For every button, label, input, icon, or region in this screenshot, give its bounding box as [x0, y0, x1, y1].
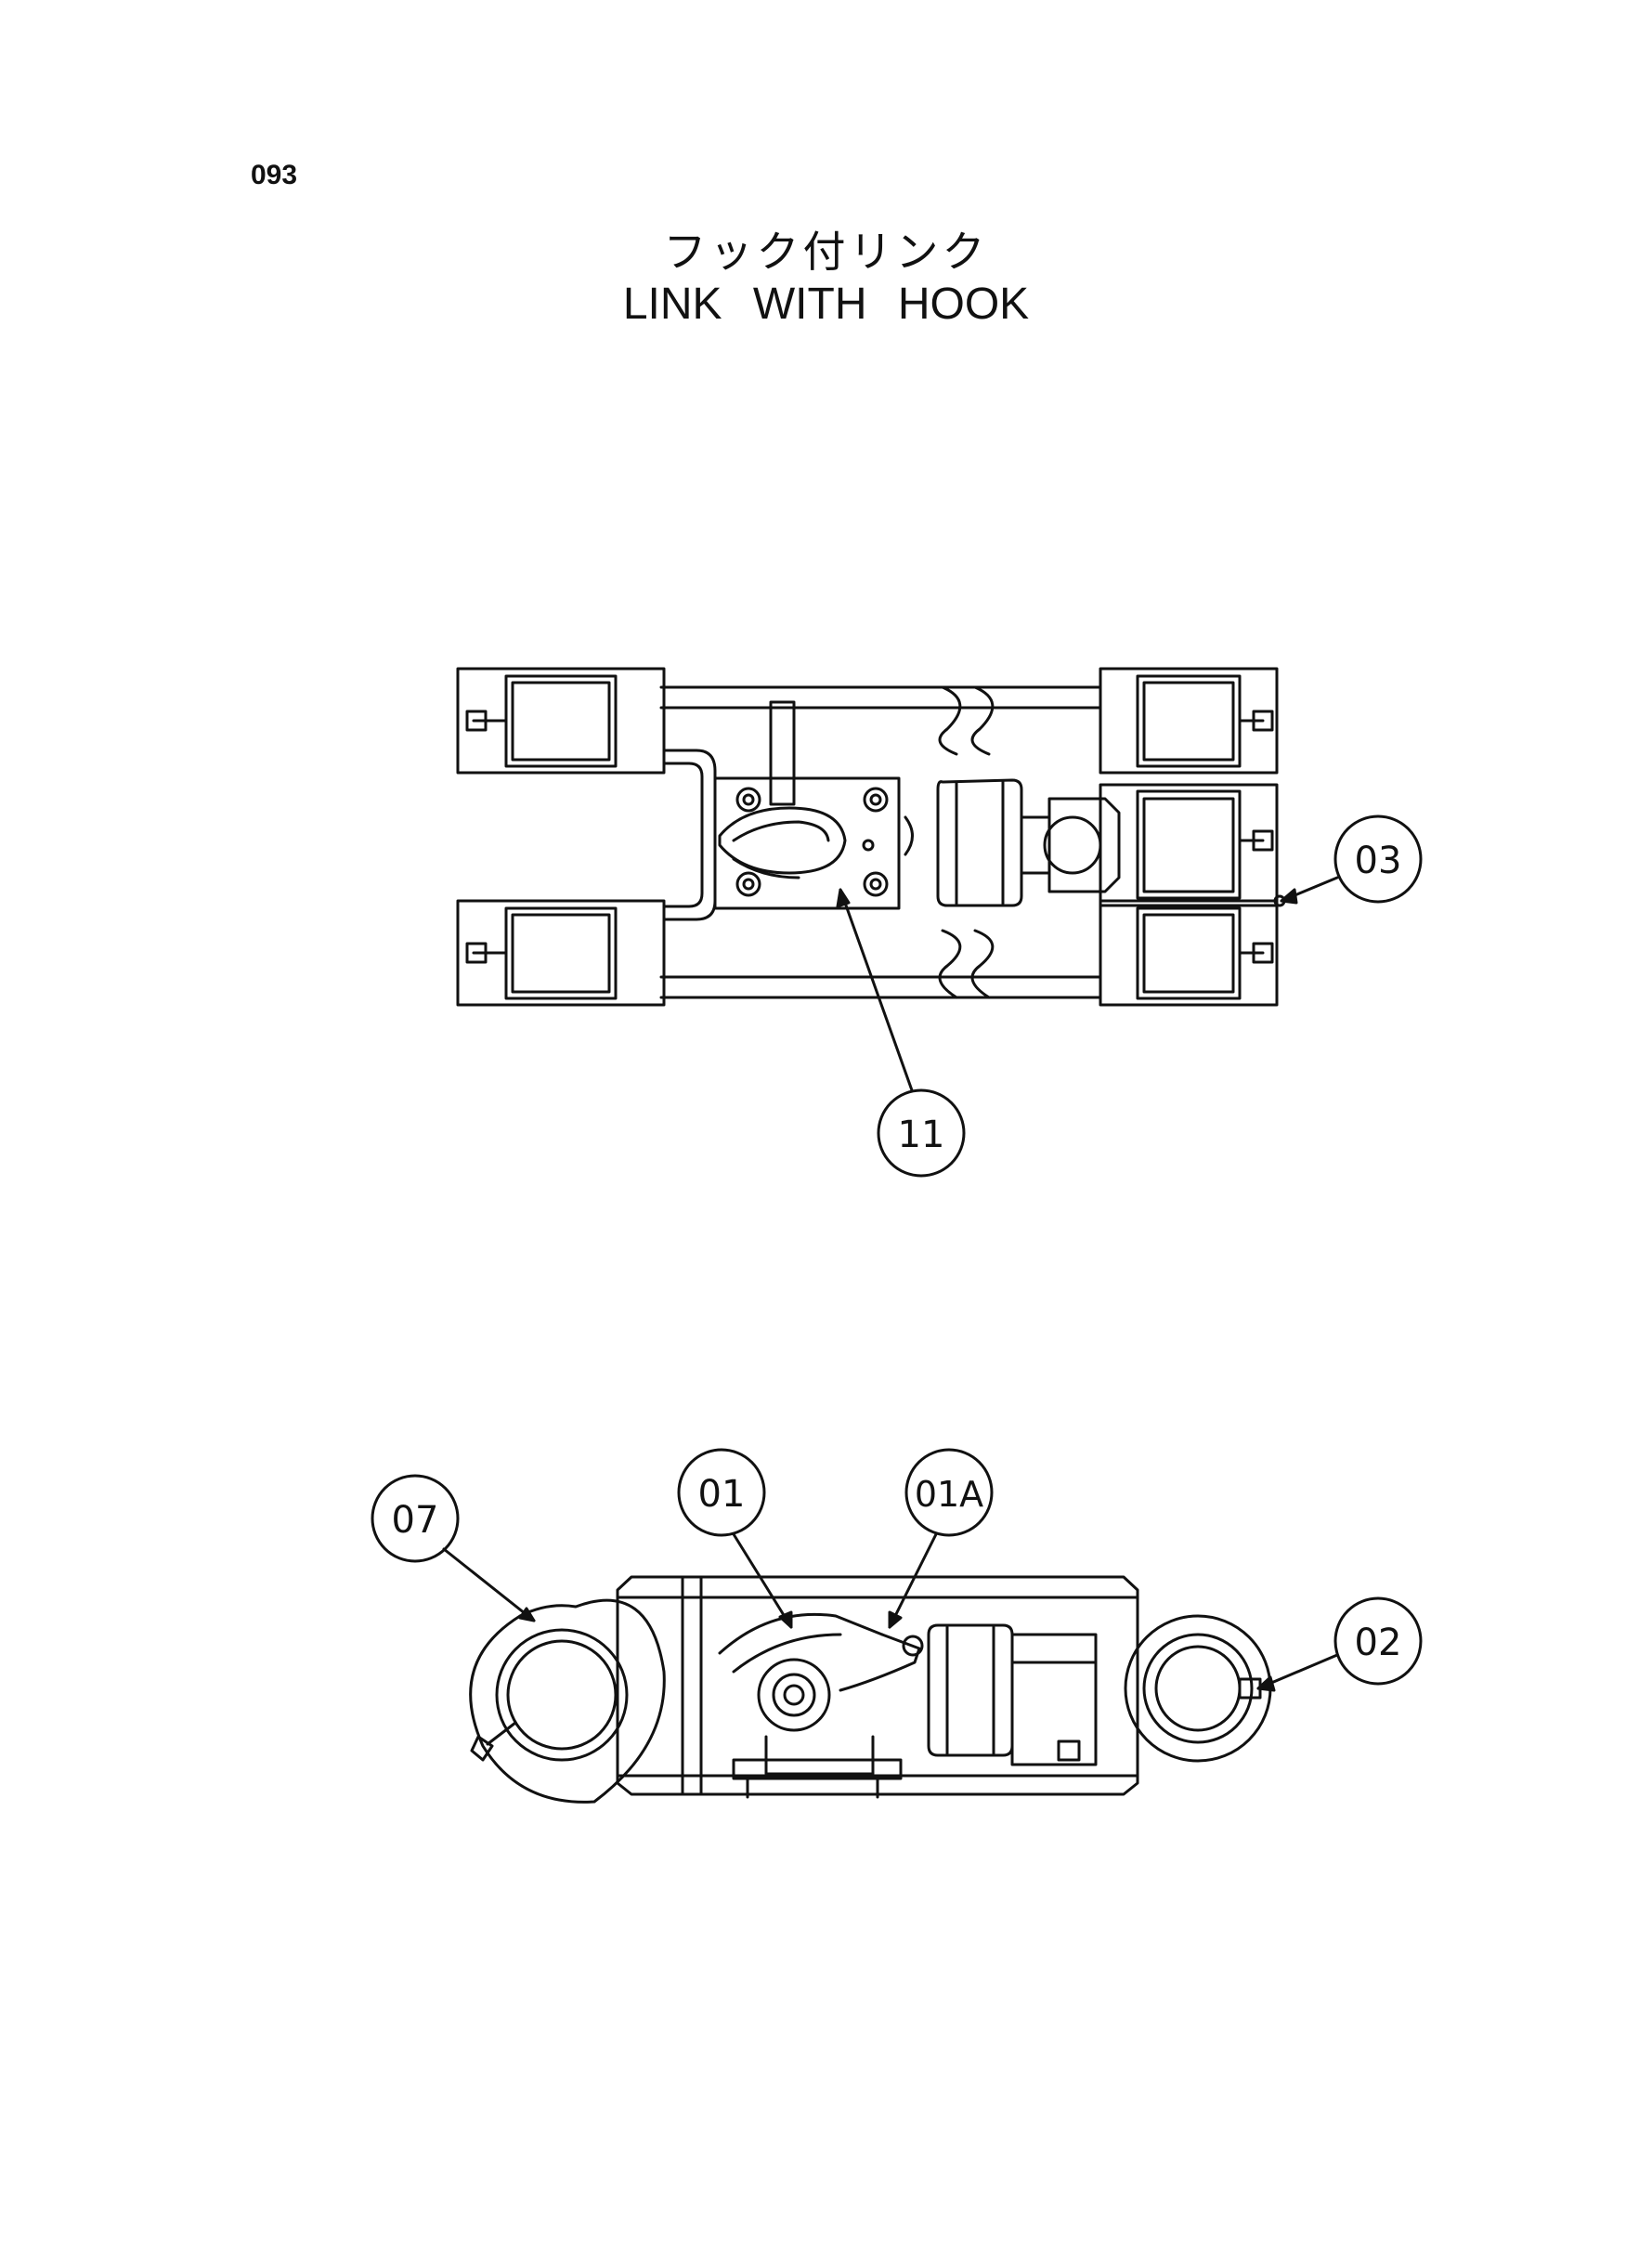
page-number: 093 [251, 160, 298, 190]
title-english: LINK WITH HOOK [622, 280, 1030, 329]
left-bushing-wheel [469, 1598, 666, 1804]
callout-02: 02 [1256, 1596, 1423, 1692]
callout-11-label: 11 [898, 1114, 945, 1156]
left-upper-bushing-block [456, 667, 666, 775]
right-middle-bushing-block [1099, 783, 1286, 907]
callout-03: 03 [1280, 814, 1423, 905]
hook-side [718, 1612, 924, 1799]
callout-01-label: 01 [698, 1473, 746, 1516]
right-eye [1124, 1614, 1272, 1763]
title-japanese: フック付リンク [663, 227, 989, 277]
roller-top [936, 778, 1051, 907]
callout-02-label: 02 [1355, 1622, 1402, 1664]
roller-side [927, 1623, 1098, 1766]
hook-assembly-top [713, 700, 914, 910]
eye-link-top [1043, 797, 1121, 893]
right-upper-bushing-block [1099, 667, 1279, 775]
callout-01a-label: 01A [915, 1474, 983, 1515]
callout-03-label: 03 [1355, 840, 1402, 882]
callout-01: 01 [677, 1448, 793, 1629]
side-view [469, 1575, 1272, 1804]
callout-11: 11 [836, 888, 966, 1178]
right-lower-bushing-block [1099, 899, 1279, 1007]
callout-07: 07 [371, 1474, 536, 1622]
left-lower-bushing-block [456, 899, 666, 1007]
top-view [456, 667, 1286, 1007]
callout-07-label: 07 [392, 1499, 439, 1542]
callout-01a: 01A [888, 1448, 994, 1629]
